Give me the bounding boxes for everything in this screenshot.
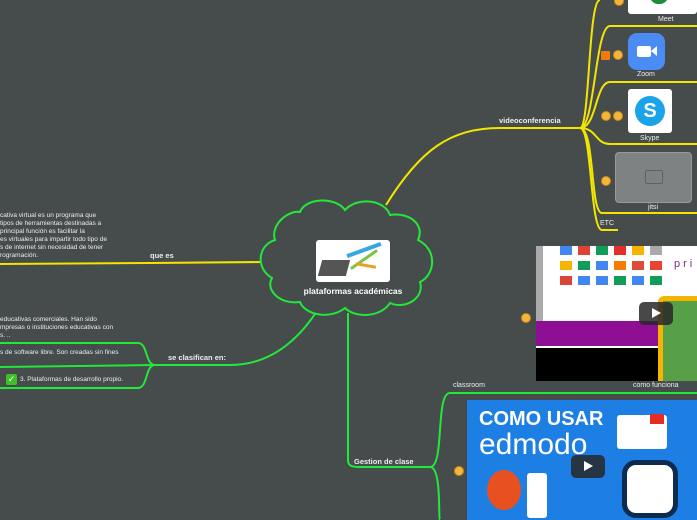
app-icons-grid xyxy=(560,246,662,285)
jitsi-label[interactable]: jitsi xyxy=(648,204,659,211)
emoji-icon xyxy=(613,111,623,121)
se-clasifican-label[interactable]: se clasifican en: xyxy=(168,353,226,362)
emoji-icon xyxy=(521,313,531,323)
skype-logo: S xyxy=(628,89,672,133)
skype-label[interactable]: Skype xyxy=(640,135,660,142)
video-title-line1: COMO USAR xyxy=(479,408,604,430)
gestion-de-clase-label[interactable]: Gestion de clase xyxy=(354,457,414,466)
clasificacion-item-3[interactable]: ✓ 3. Plataformas de desarrollo propio. xyxy=(6,374,123,385)
emoji-icon xyxy=(601,176,611,186)
meet-logo xyxy=(628,0,697,14)
meet-label[interactable]: Meet xyxy=(658,16,674,23)
video-caption: como funciona xyxy=(633,382,679,389)
flag-icon xyxy=(601,51,610,60)
classroom-video[interactable]: pri xyxy=(536,246,697,381)
emoji-icon xyxy=(454,466,464,476)
emoji-icon xyxy=(601,111,611,121)
clasificacion-item-2[interactable]: s de software libre. Son creadas sin fin… xyxy=(0,349,119,356)
zoom-logo xyxy=(628,33,665,70)
play-button[interactable] xyxy=(639,302,673,325)
check-icon: ✓ xyxy=(6,374,17,385)
que-es-label[interactable]: que es xyxy=(150,251,174,260)
emoji-icon xyxy=(613,50,623,60)
central-image xyxy=(316,240,390,282)
classroom-label[interactable]: classroom xyxy=(453,382,485,389)
edmodo-video[interactable]: COMO USAR edmodo xyxy=(467,400,697,520)
etc-label[interactable]: ETC xyxy=(600,220,614,227)
play-button[interactable] xyxy=(571,455,605,478)
jitsi-image-placeholder xyxy=(615,152,692,203)
video-title-line2: edmodo xyxy=(479,428,588,461)
video-brand-text: pri xyxy=(674,258,696,270)
central-node[interactable]: plataformas académicas xyxy=(285,238,421,298)
emoji-icon xyxy=(614,0,624,6)
videoconferencia-label[interactable]: videoconferencia xyxy=(499,116,561,125)
zoom-label[interactable]: Zoom xyxy=(637,71,655,78)
camera-icon xyxy=(645,170,663,184)
central-title: plataformas académicas xyxy=(303,286,403,296)
